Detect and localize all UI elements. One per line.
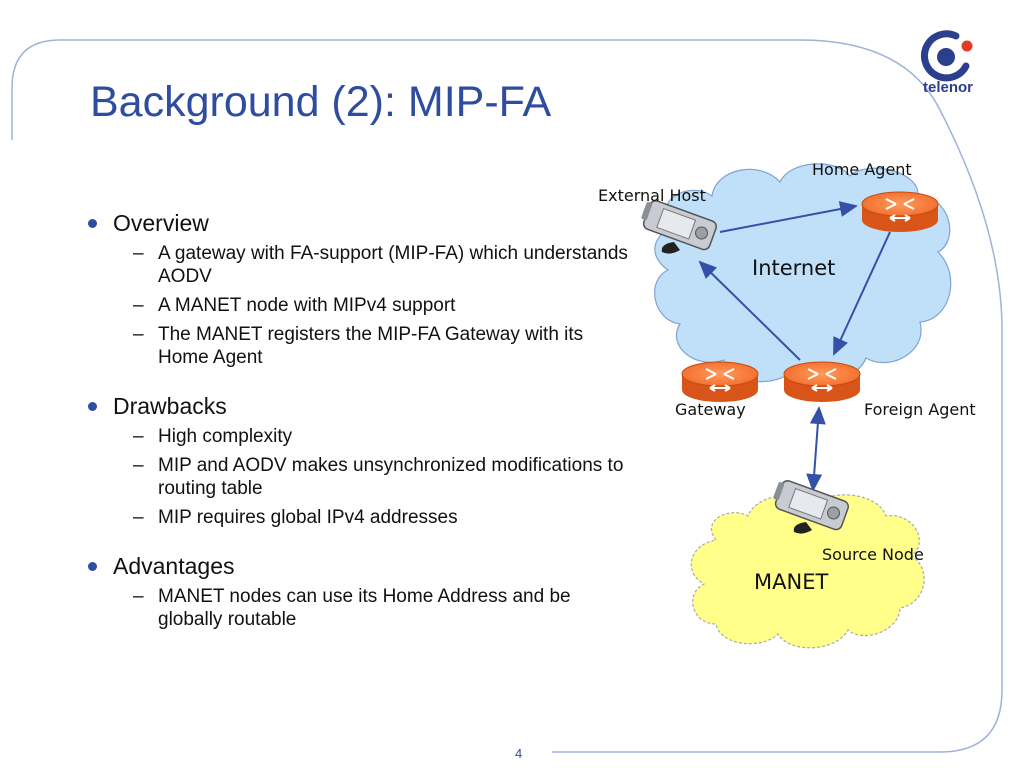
section-heading: Advantages [113,553,235,579]
section-drawbacks: Drawbacks –High complexity –MIP and AODV… [88,391,633,529]
foreign-agent-label: Foreign Agent [864,400,976,419]
bullet-dot-icon [88,219,97,228]
external-host-label: External Host [598,186,706,205]
foreign-agent-router-icon [783,361,861,403]
section-heading: Drawbacks [113,393,227,419]
home-agent-router-icon [861,191,939,233]
arrow-host-to-home [719,201,858,233]
bullet-dot-icon [88,402,97,411]
telenor-logo-icon [921,30,973,82]
page-number: 4 [515,746,523,761]
list-item: –The MANET registers the MIP-FA Gateway … [133,324,584,368]
gateway-label: Gateway [675,400,746,419]
arrow-home-to-foreign [833,231,891,356]
logo-wordmark: telenor [922,79,973,96]
internet-label: Internet [752,256,836,280]
gateway-router-icon [681,361,759,403]
slide-title: Background (2): MIP-FA [90,78,552,126]
section-advantages: Advantages –MANET nodes can use its Home… [88,551,633,631]
list-item: –A gateway with FA-support (MIP-FA) whic… [133,243,628,287]
source-node-label: Source Node [822,545,924,564]
list-item: –MANET nodes can use its Home Address an… [133,586,571,630]
section-overview: Overview –A gateway with FA-support (MIP… [88,208,633,369]
arrow-foreign-to-host [698,260,801,361]
list-item: –MIP requires global IPv4 addresses [133,507,458,528]
arrow-foreign-source [806,406,826,492]
section-heading: Overview [113,210,209,236]
list-item: –High complexity [133,426,293,447]
list-item: –MIP and AODV makes unsynchronized modif… [133,455,624,499]
bullet-dot-icon [88,562,97,571]
home-agent-label: Home Agent [812,160,912,179]
list-item: –A MANET node with MIPv4 support [133,295,456,316]
manet-label: MANET [754,570,829,594]
bullet-list: Overview –A gateway with FA-support (MIP… [88,208,633,653]
